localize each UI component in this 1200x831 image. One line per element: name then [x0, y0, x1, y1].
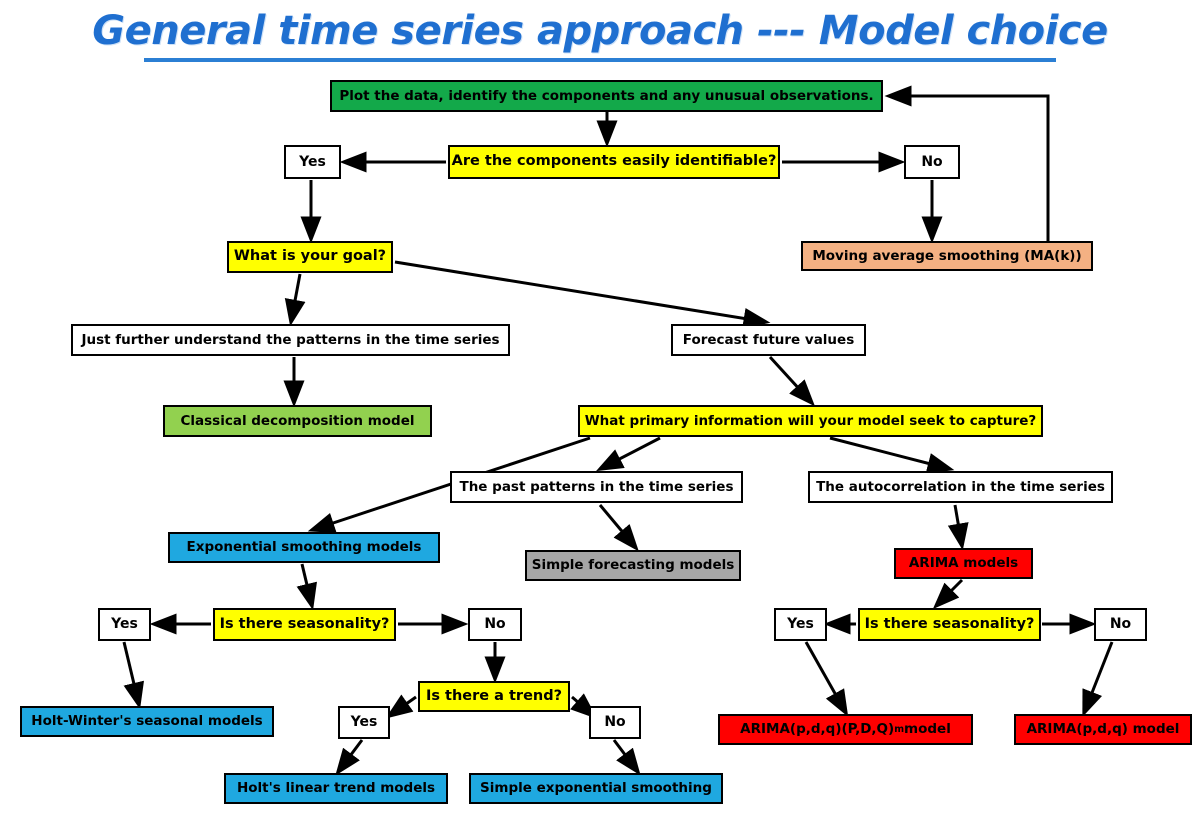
- node-yes-trend[interactable]: Yes: [338, 706, 390, 739]
- node-yes-seasonality-left[interactable]: Yes: [98, 608, 151, 641]
- node-arima-models[interactable]: ARIMA models: [894, 548, 1033, 579]
- node-components-question[interactable]: Are the components easily identifiable?: [448, 145, 780, 179]
- node-trend-question[interactable]: Is there a trend?: [418, 681, 570, 712]
- arima-seasonal-prefix: ARIMA(p,d,q)(P,D,Q): [740, 721, 895, 738]
- node-no-components[interactable]: No: [904, 145, 960, 179]
- title-underline: [144, 58, 1056, 62]
- node-goal-question[interactable]: What is your goal?: [227, 241, 393, 273]
- node-arima-plain-model[interactable]: ARIMA(p,d,q) model: [1014, 714, 1192, 745]
- node-forecast-future-values[interactable]: Forecast future values: [671, 324, 866, 356]
- node-holt-winters[interactable]: Holt-Winter's seasonal models: [20, 706, 274, 737]
- node-plot-data[interactable]: Plot the data, identify the components a…: [330, 80, 883, 112]
- node-no-seasonality-left[interactable]: No: [468, 608, 522, 641]
- node-seasonality-question-right[interactable]: Is there seasonality?: [858, 608, 1041, 641]
- node-moving-average-smoothing[interactable]: Moving average smoothing (MA(k)): [801, 241, 1093, 271]
- node-classical-decomposition[interactable]: Classical decomposition model: [163, 405, 432, 437]
- arima-seasonal-suffix: model: [904, 721, 951, 738]
- node-yes-components[interactable]: Yes: [284, 145, 341, 179]
- node-past-patterns[interactable]: The past patterns in the time series: [450, 471, 743, 503]
- node-primary-info-question[interactable]: What primary information will your model…: [578, 405, 1043, 437]
- node-autocorrelation[interactable]: The autocorrelation in the time series: [808, 471, 1113, 503]
- node-seasonality-question-left[interactable]: Is there seasonality?: [213, 608, 396, 641]
- node-arima-seasonal-model[interactable]: ARIMA(p,d,q)(P,D,Q)m model: [718, 714, 973, 745]
- node-yes-seasonality-right[interactable]: Yes: [774, 608, 827, 641]
- node-holt-linear-trend[interactable]: Holt's linear trend models: [224, 773, 448, 804]
- page-title: General time series approach --- Model c…: [92, 8, 1108, 54]
- node-no-seasonality-right[interactable]: No: [1094, 608, 1147, 641]
- node-exponential-smoothing[interactable]: Exponential smoothing models: [168, 532, 440, 563]
- arima-seasonal-subscript: m: [894, 723, 905, 735]
- node-simple-forecasting[interactable]: Simple forecasting models: [525, 550, 741, 581]
- node-simple-exponential-smoothing[interactable]: Simple exponential smoothing: [469, 773, 723, 804]
- node-no-trend[interactable]: No: [589, 706, 641, 739]
- node-understand-patterns[interactable]: Just further understand the patterns in …: [71, 324, 510, 356]
